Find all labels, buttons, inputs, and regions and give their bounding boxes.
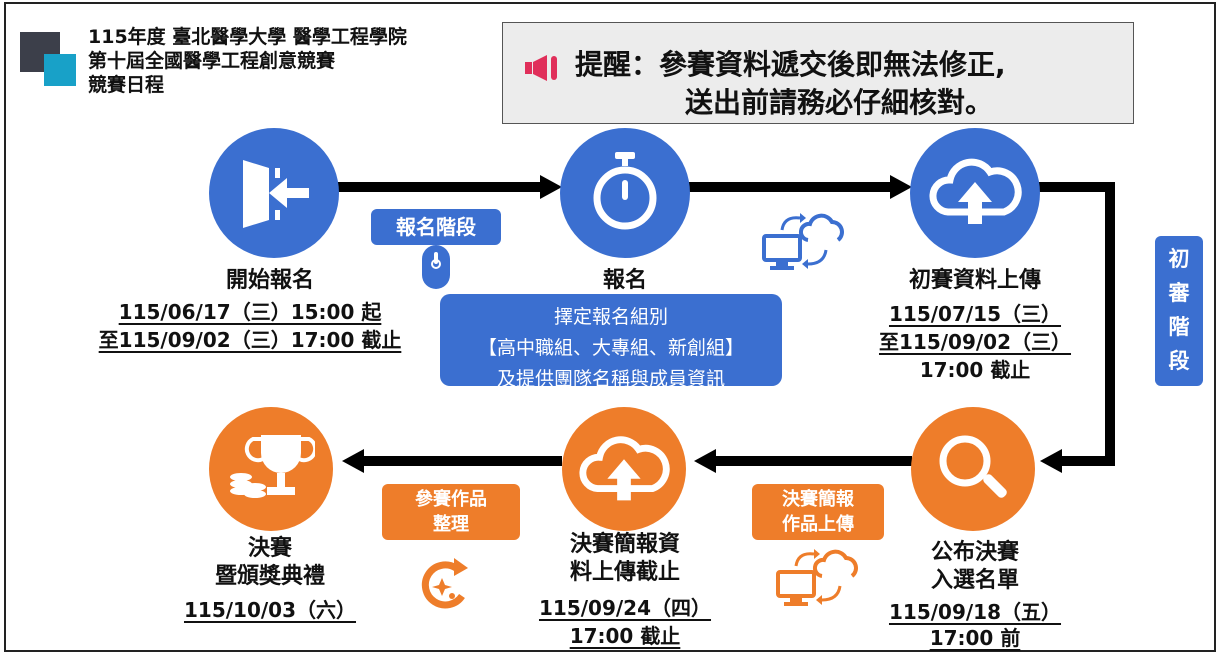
cloud-upload-icon [579, 436, 670, 501]
works-tag-line-1: 參賽作品 [415, 489, 487, 510]
refresh-sparkle-icon [421, 558, 468, 609]
arrow-finalupload-to-final [360, 456, 562, 466]
cloud-upload-icon [929, 158, 1022, 224]
final-upload-date-1: 115/09/24（四） [538, 596, 712, 620]
final-upload-tag: 決賽簡報 作品上傳 [752, 484, 884, 540]
group-info-line-2: 【高中職組、大專組、新創組】 [477, 337, 744, 359]
upload-date-3: 17:00 截止 [919, 358, 1031, 382]
mouse-icon [422, 245, 450, 289]
final-title-1: 決賽 [247, 536, 292, 561]
header-title-3: 競賽日程 [88, 74, 165, 96]
notice-box: 提醒：參賽資料遞交後即無法修正, 送出前請務必仔細核對。 [502, 22, 1134, 124]
arrowhead-icon [890, 175, 912, 199]
start-date-2: 至115/09/02（三）17:00 截止 [98, 328, 402, 352]
group-info-line-1: 擇定報名組別 [553, 306, 668, 328]
header-title-2: 第十屆全國醫學工程創意競賽 [88, 50, 336, 72]
trophy-icon [230, 435, 315, 498]
final-upload-tag-line-1: 決賽簡報 [782, 489, 854, 510]
works-tag: 參賽作品 整理 [382, 484, 520, 540]
arrow-upload-down [1035, 182, 1115, 192]
arrowhead-icon [540, 175, 562, 199]
upload-circle [910, 128, 1040, 258]
works-tag-line-2: 整理 [433, 514, 469, 535]
prelim-stage-tag: 初 審 階 段 [1155, 236, 1203, 386]
arrowhead-icon [1040, 449, 1062, 473]
announce-title-2: 入選名單 [930, 568, 1019, 593]
megaphone-icon [525, 55, 557, 81]
page-frame [4, 2, 1216, 652]
prelim-stage-char-1: 初 [1168, 247, 1190, 271]
upload-date-1: 115/07/15（三） [888, 302, 1062, 326]
final-date-1: 115/10/03（六） [183, 598, 357, 622]
arrowhead-icon [342, 449, 364, 473]
arrowhead-icon [694, 449, 716, 473]
group-info-box: 擇定報名組別 【高中職組、大專組、新創組】 及提供團隊名稱與成員資訊 [440, 294, 782, 390]
upload-date-2: 至115/09/02（三） [878, 330, 1072, 354]
notice-line-1: 提醒：參賽資料遞交後即無法修正, [575, 48, 1006, 81]
upload-title: 初賽資料上傳 [908, 268, 1041, 293]
computer-sync-icon [776, 549, 858, 606]
prelim-stage-char-4: 段 [1168, 349, 1190, 373]
start-circle [209, 128, 339, 258]
final-upload-date-2: 17:00 截止 [569, 624, 681, 648]
register-title: 報名 [602, 268, 647, 293]
start-title: 開始報名 [225, 268, 314, 293]
arrow-start-to-register [335, 182, 547, 192]
door-enter-icon [243, 160, 309, 228]
final-upload-circle [562, 407, 686, 531]
computer-sync-icon [762, 213, 844, 270]
notice-line-2: 送出前請務必仔細核對。 [685, 86, 994, 119]
register-circle [560, 128, 690, 258]
final-circle [209, 407, 333, 531]
announce-title-1: 公布決賽 [930, 540, 1019, 565]
final-upload-title-1: 決賽簡報資 [569, 532, 680, 557]
arrow-to-announce [1058, 456, 1115, 466]
final-title-2: 暨頒獎典禮 [214, 564, 325, 589]
prelim-stage-char-3: 階 [1168, 315, 1190, 339]
arrow-vertical [1105, 182, 1115, 466]
arrow-announce-to-finalupload [712, 456, 912, 466]
announce-date-2: 17:00 前 [929, 626, 1021, 650]
final-upload-tag-line-2: 作品上傳 [782, 514, 854, 535]
group-info-line-3: 及提供團隊名稱與成員資訊 [496, 368, 725, 390]
header-title-1: 115年度 臺北醫學大學 醫學工程學院 [88, 26, 407, 48]
arrow-register-to-upload [685, 182, 897, 192]
announce-circle [911, 407, 1035, 531]
prelim-stage-char-2: 審 [1168, 281, 1190, 305]
final-upload-title-2: 料上傳截止 [569, 560, 680, 585]
logo [20, 32, 80, 88]
announce-date-1: 115/09/18（五） [888, 600, 1062, 624]
start-date-1: 115/06/17（三）15:00 起 [118, 300, 382, 324]
stopwatch-icon [593, 152, 657, 230]
signup-stage-tag: 報名階段 [371, 209, 501, 245]
magnifier-icon [939, 435, 1007, 498]
